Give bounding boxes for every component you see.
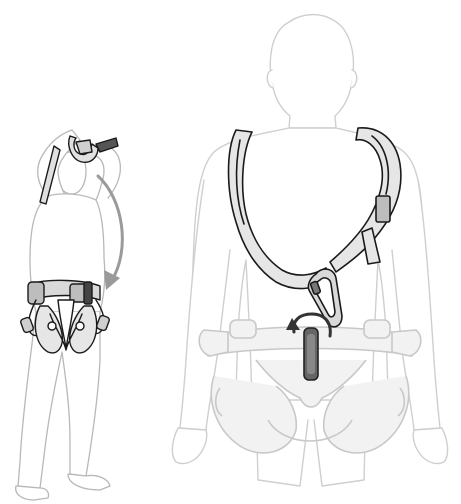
large-figure-head [270,15,353,128]
small-figure-right-arm [96,145,120,200]
large-figure [172,15,447,486]
chest-harness-buckle [376,196,390,222]
large-figure-left-hand [172,428,206,464]
large-figure-right-hand [413,428,447,464]
